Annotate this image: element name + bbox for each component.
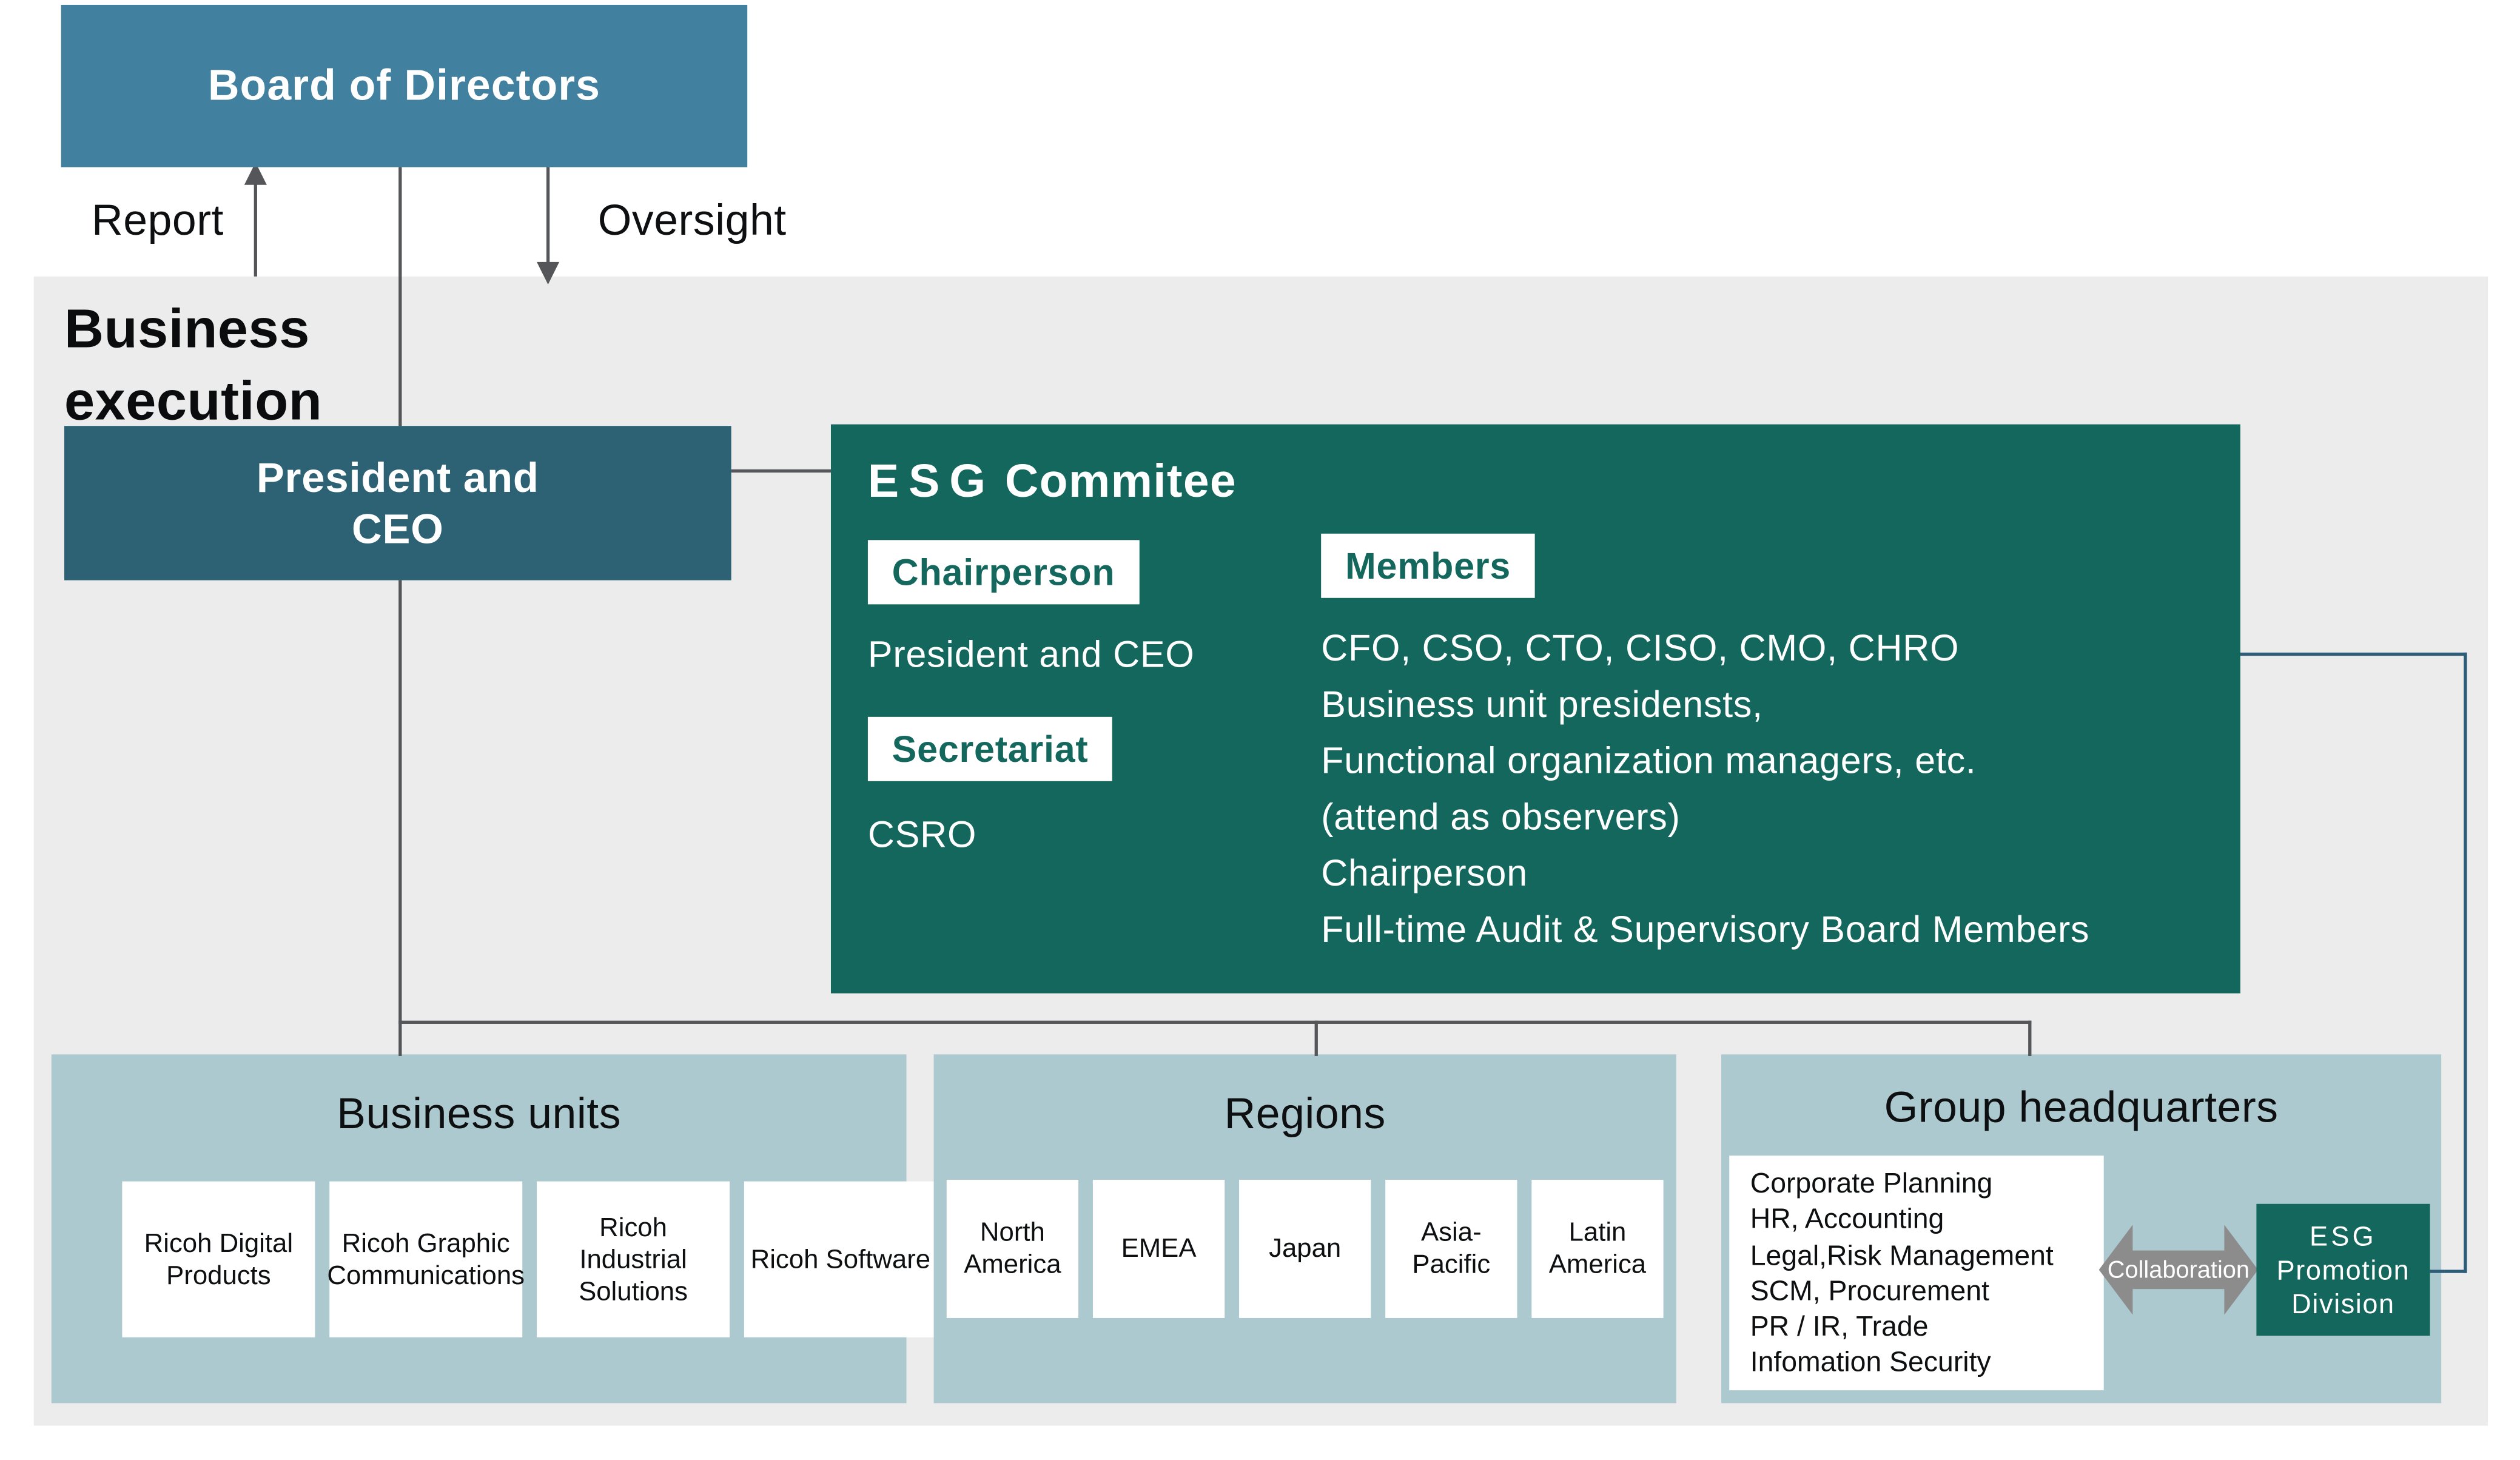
collaboration-arrow-left-head bbox=[2098, 1225, 2133, 1315]
oversight-label: Oversight bbox=[597, 196, 787, 244]
president-ceo-box: President and CEO bbox=[64, 426, 731, 580]
function-line: PR / IR, Trade bbox=[1750, 1310, 1929, 1343]
regions-panel: Regions North America EMEA Japan Asia-Pa… bbox=[933, 1054, 1676, 1404]
business-execution-label: Business execution bbox=[64, 298, 323, 432]
region-card: EMEA bbox=[1092, 1180, 1225, 1318]
board-president-connector bbox=[398, 167, 402, 426]
esg-promotion-division-box: ESG Promotion Division bbox=[2256, 1203, 2430, 1336]
oversight-arrow-line bbox=[546, 167, 550, 264]
collaboration-arrow-right-head bbox=[2224, 1225, 2259, 1315]
regions-title: Regions bbox=[1224, 1089, 1386, 1139]
business-unit-card: Ricoh Graphic Communications bbox=[327, 1181, 525, 1337]
business-unit-card: Ricoh Digital Products bbox=[122, 1181, 315, 1337]
region-card: Latin America bbox=[1531, 1180, 1664, 1318]
president-units-trunk bbox=[398, 580, 402, 1056]
members-line: (attend as observers) bbox=[1321, 795, 1681, 838]
business-unit-card: Ricoh Industrial Solutions bbox=[537, 1181, 730, 1337]
region-card: Asia-Pacific bbox=[1385, 1180, 1517, 1318]
oversight-arrow-icon bbox=[537, 261, 560, 285]
chairperson-value: President and CEO bbox=[867, 633, 1195, 675]
function-line: Infomation Security bbox=[1750, 1346, 1991, 1379]
members-list: CFO, CSO, CTO, CISO, CMO, CHRO Business … bbox=[1321, 621, 2089, 958]
regions-branch-stub bbox=[1314, 1020, 1318, 1056]
board-of-directors-label: Board of Directors bbox=[207, 61, 601, 110]
collaboration-arrow-shaft bbox=[2129, 1250, 2228, 1290]
function-line: Corporate Planning bbox=[1750, 1166, 1993, 1199]
group-functions-card: Corporate Planning HR, Accounting Legal,… bbox=[1729, 1156, 2104, 1391]
business-units-panel: Business units Ricoh Digital Products Ri… bbox=[51, 1054, 937, 1404]
esg-promotion-connector-side bbox=[2464, 652, 2467, 1273]
business-units-title: Business units bbox=[337, 1089, 622, 1139]
secretariat-value: CSRO bbox=[867, 813, 977, 855]
function-line: HR, Accounting bbox=[1750, 1202, 1944, 1235]
chairperson-chip: Chairperson bbox=[867, 540, 1140, 605]
business-unit-card: Ricoh Software bbox=[744, 1181, 937, 1337]
members-line: Chairperson bbox=[1321, 852, 1528, 894]
region-card: Japan bbox=[1239, 1180, 1371, 1318]
units-branch-line bbox=[398, 1020, 2032, 1024]
collaboration-arrow-icon: Collaboration bbox=[2098, 1225, 2259, 1315]
members-line: Full-time Audit & Supervisory Board Memb… bbox=[1321, 908, 2090, 950]
group-hq-branch-stub bbox=[2028, 1020, 2032, 1056]
report-label: Report bbox=[92, 196, 224, 244]
members-line: CFO, CSO, CTO, CISO, CMO, CHRO bbox=[1321, 627, 1960, 669]
members-line: Functional organization managers, etc. bbox=[1321, 739, 1977, 781]
group-headquarters-title: Group headquarters bbox=[1884, 1083, 2279, 1132]
members-chip: Members bbox=[1321, 533, 1535, 598]
function-line: Legal,Risk Management bbox=[1750, 1238, 2054, 1271]
secretariat-chip: Secretariat bbox=[867, 716, 1113, 781]
report-arrow-line bbox=[254, 181, 257, 277]
function-line: SCM, Procurement bbox=[1750, 1274, 1990, 1307]
board-of-directors-box: Board of Directors bbox=[61, 4, 748, 167]
members-line: Business unit presidensts, bbox=[1321, 683, 1763, 725]
collaboration-label: Collaboration bbox=[2107, 1256, 2250, 1283]
esg-promotion-connector-bottom bbox=[2430, 1270, 2467, 1273]
esg-promotion-connector-top bbox=[2239, 652, 2467, 656]
president-esg-connector bbox=[731, 469, 831, 473]
region-card: North America bbox=[946, 1180, 1079, 1318]
